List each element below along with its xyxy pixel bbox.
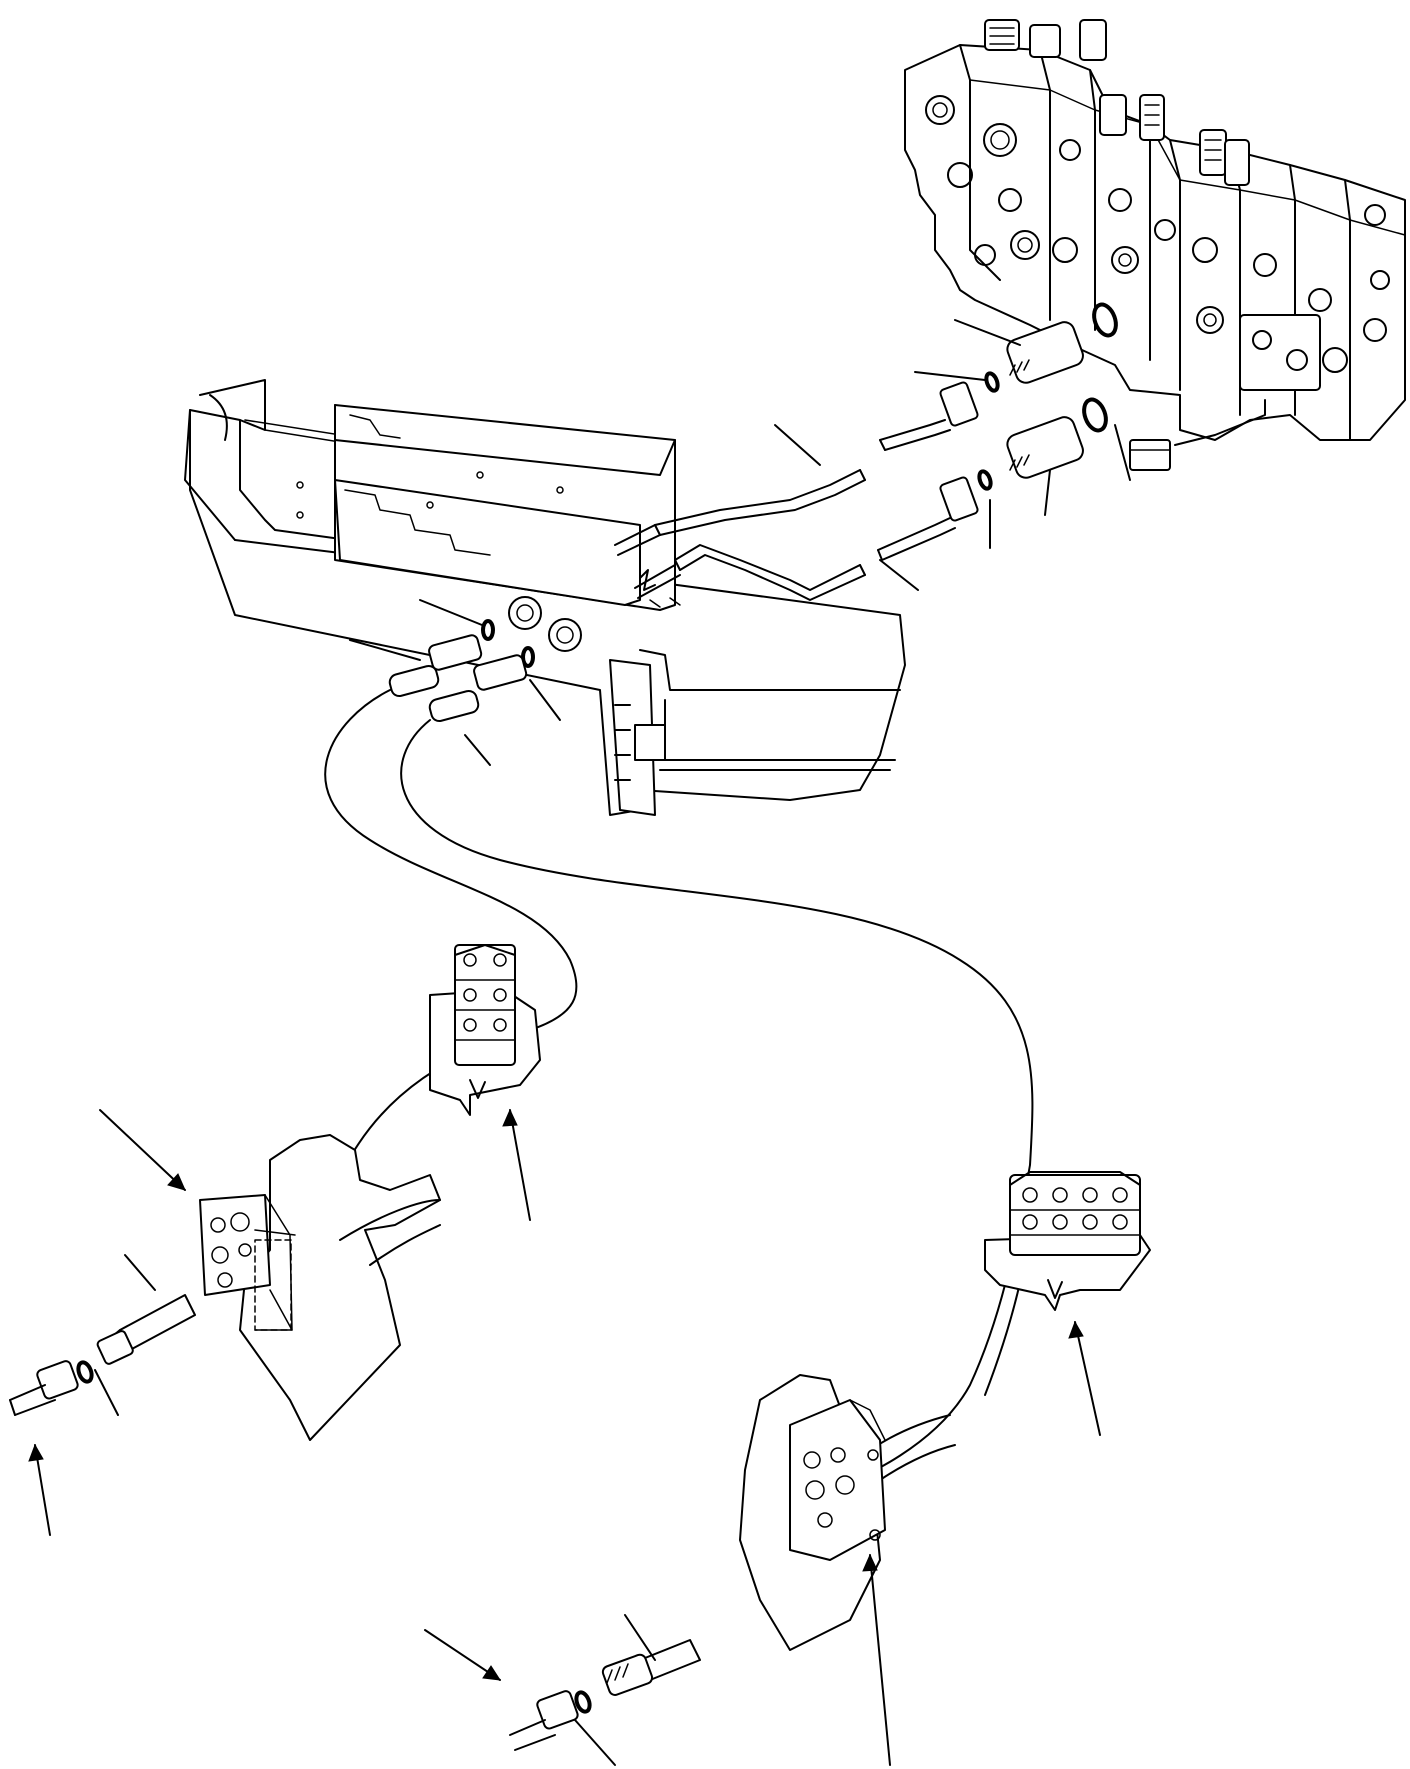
control-valve-assembly bbox=[904, 19, 1406, 471]
machine-frame bbox=[184, 379, 906, 816]
bottom-port-plate bbox=[509, 1374, 956, 1751]
frame-connectors bbox=[388, 596, 582, 723]
lower-clamp bbox=[984, 1171, 1151, 1311]
valve-connectors bbox=[977, 302, 1118, 491]
tubes bbox=[614, 381, 979, 601]
upper-clamp bbox=[429, 944, 541, 1116]
left-port-plate bbox=[9, 1134, 441, 1441]
hoses bbox=[299, 689, 1036, 1501]
leader-lines bbox=[28, 319, 1131, 1766]
